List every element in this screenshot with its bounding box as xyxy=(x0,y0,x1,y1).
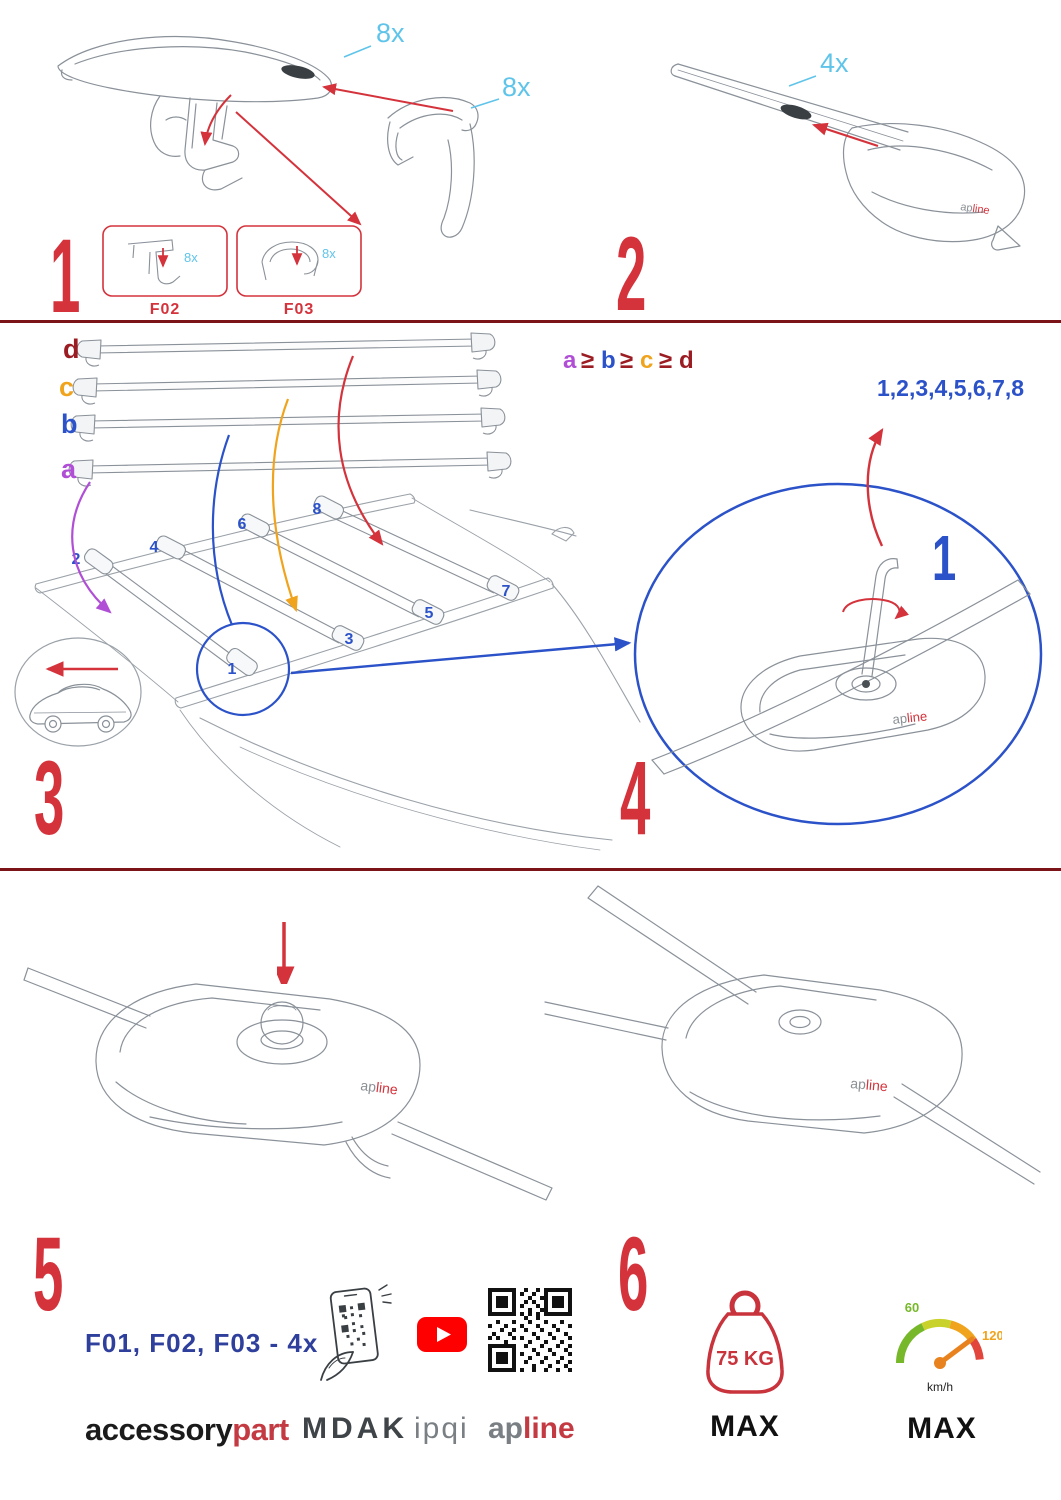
foot-tightening-drawing xyxy=(651,558,1031,775)
crossbar-with-foot-drawing xyxy=(670,63,1026,251)
step6-number: 6 xyxy=(618,1215,648,1320)
position-8: 8 xyxy=(313,501,322,518)
foot-knob-drawing xyxy=(23,967,553,1201)
play-icon xyxy=(437,1327,451,1342)
assembly-arrows xyxy=(200,83,454,226)
speedometer-icon: 60 120 km/h xyxy=(895,1300,1002,1394)
step3-step4-illustration: d c b a a ≥ b ≥ c ≥ d xyxy=(14,332,1043,857)
rubber-pad-drawing xyxy=(387,97,479,238)
position-1: 1 xyxy=(228,661,237,678)
position-numbers: 1 2 3 4 5 6 7 8 xyxy=(72,501,511,678)
qty-label-8x-top: 8x xyxy=(376,18,405,48)
svg-text:c: c xyxy=(640,347,653,374)
bar-label-d: d xyxy=(63,334,80,364)
svg-text:≥: ≥ xyxy=(620,347,633,374)
crossbar-set-drawing xyxy=(68,332,512,487)
brand-part-text: part xyxy=(232,1412,289,1447)
qty-pointer-line xyxy=(470,98,500,109)
step2-illustration: apline 4x 2 xyxy=(616,48,1026,322)
insert-arrow xyxy=(811,122,879,148)
car-direction-inset xyxy=(14,637,142,747)
box-f02-qty: 8x xyxy=(184,250,198,265)
svg-text:b: b xyxy=(601,347,616,374)
svg-text:≥: ≥ xyxy=(659,347,672,374)
step5-step6-illustration: apline apline 5 6 xyxy=(23,885,1041,1320)
bar-to-position-curves xyxy=(71,355,384,626)
foot-locked-drawing xyxy=(544,885,1041,1185)
position-4: 4 xyxy=(150,539,159,556)
crossbar-end-drawing xyxy=(57,36,333,191)
car-roof-drawing xyxy=(34,493,641,851)
qty-pointer-line xyxy=(343,45,372,58)
phone-qr-scan-icon xyxy=(320,1284,392,1381)
parts-summary: F01, F02, F03 - 4x xyxy=(85,1328,319,1358)
brand-ap-text: ap xyxy=(488,1412,524,1445)
qr-code xyxy=(488,1288,572,1372)
detail-highlight-circle xyxy=(195,621,291,717)
step5-number: 5 xyxy=(33,1215,63,1320)
speed-60-label: 60 xyxy=(905,1300,919,1315)
brand-mdak: MDAK xyxy=(302,1412,408,1445)
svg-text:≥: ≥ xyxy=(581,347,594,374)
svg-text:a: a xyxy=(563,347,577,374)
tighten-sequence: 1,2,3,4,5,6,7,8 xyxy=(877,375,1024,401)
qty-label-4x: 4x xyxy=(820,48,849,78)
foot-brand-label: apline xyxy=(960,201,991,217)
position-6: 6 xyxy=(238,516,247,533)
max-load-icon: 75 KG xyxy=(706,1290,784,1394)
part-box-f03: 8x F03 xyxy=(236,225,362,318)
svg-text:d: d xyxy=(679,347,694,374)
max-load-value: 75 KG xyxy=(716,1348,774,1370)
section-divider-1 xyxy=(0,320,1061,323)
brand-accessory-text: accessory xyxy=(85,1412,233,1447)
qty-label-8x-right: 8x xyxy=(502,72,531,102)
foot-brand-label: apline xyxy=(850,1075,889,1094)
step2-number: 2 xyxy=(616,215,646,322)
position-7: 7 xyxy=(502,583,511,600)
step3-number: 3 xyxy=(34,739,64,857)
speed-120-label: 120 xyxy=(982,1328,1002,1343)
bar-label-a: a xyxy=(61,454,77,484)
zoom-circle xyxy=(633,482,1043,826)
brand-accessorypart: accessorypart xyxy=(85,1412,289,1448)
box-f03-label: F03 xyxy=(284,301,315,318)
box-f02-label: F02 xyxy=(150,301,181,318)
brand-line-text: line xyxy=(523,1412,575,1445)
brand-ipqi: ipqi xyxy=(414,1412,469,1445)
speed-unit-label: km/h xyxy=(927,1380,953,1394)
bar-label-b: b xyxy=(61,409,78,439)
position-3: 3 xyxy=(345,631,354,648)
zoom-pointer-arrow xyxy=(290,637,632,675)
part-box-f02: 8x F02 xyxy=(102,225,228,318)
step1-number: 1 xyxy=(50,217,80,322)
rotate-arrow xyxy=(842,598,910,620)
step1-illustration: 8x 8x 8x F02 8x F03 1 xyxy=(50,18,531,322)
qty-pointer-line xyxy=(788,75,817,87)
foot-brand-label: apline xyxy=(360,1077,399,1097)
mounted-crossbars-drawing xyxy=(83,495,520,677)
brand-apline: apline xyxy=(488,1412,575,1446)
speed-max-label: MAX xyxy=(907,1412,977,1445)
box-f03-qty: 8x xyxy=(322,246,336,261)
youtube-icon xyxy=(417,1317,467,1352)
position-5: 5 xyxy=(425,605,434,622)
section-divider-2 xyxy=(0,868,1061,871)
length-formula: a ≥ b ≥ c ≥ d xyxy=(563,347,694,374)
foot-brand-label: apline xyxy=(892,708,928,727)
tool-step-label: 1 xyxy=(932,522,956,595)
bar-label-c: c xyxy=(59,372,74,402)
step4-number: 4 xyxy=(620,739,651,857)
sequence-arrow xyxy=(866,427,884,547)
max-load-label: MAX xyxy=(710,1410,780,1443)
